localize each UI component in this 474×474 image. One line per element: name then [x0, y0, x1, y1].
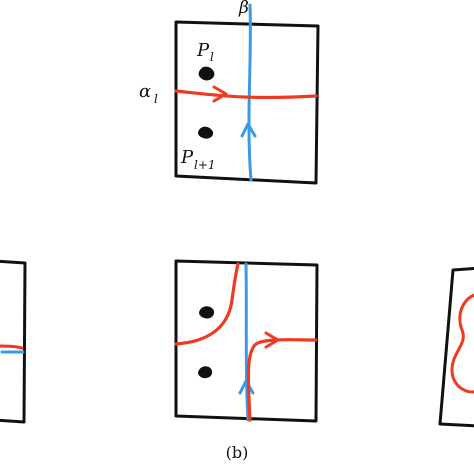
label-alpha: α [139, 81, 151, 102]
label-p-l-sub: l [210, 50, 214, 64]
alpha-arrow-top [212, 85, 228, 103]
beta-curve-middle [244, 262, 250, 422]
label-beta: β [238, 0, 249, 18]
beta-curve-top [247, 3, 253, 182]
panel-bottom-right [438, 266, 474, 428]
puncture-p-l [198, 66, 215, 81]
beta-arrow-middle [238, 379, 255, 395]
alpha-arrow-middle [264, 331, 280, 349]
alpha-curve-middle-right [246, 338, 318, 422]
puncture-p-l1 [198, 126, 214, 139]
panel-top-frame [174, 20, 320, 185]
alpha-curve-right [450, 293, 474, 394]
panel-middle-frame [174, 259, 319, 423]
panel-top: β α l P l P l+1 [139, 0, 320, 185]
alpha-curve-left [0, 344, 24, 350]
puncture-middle-upper [199, 306, 215, 319]
panel-right-frame [438, 266, 474, 428]
alpha-curve-middle-left [174, 262, 240, 346]
panel-left-frame [0, 259, 27, 424]
label-p-l1-sub: l+1 [194, 158, 216, 172]
label-p-l1: P [180, 147, 194, 168]
label-alpha-sub: l [154, 92, 158, 106]
label-p-l: P [196, 40, 210, 61]
panel-bottom-middle [174, 259, 319, 423]
caption: (b) [226, 443, 249, 462]
beta-arrow-top [240, 122, 257, 138]
alpha-curve-top [174, 89, 318, 100]
panel-bottom-left [0, 259, 27, 424]
puncture-middle-lower [198, 366, 213, 379]
